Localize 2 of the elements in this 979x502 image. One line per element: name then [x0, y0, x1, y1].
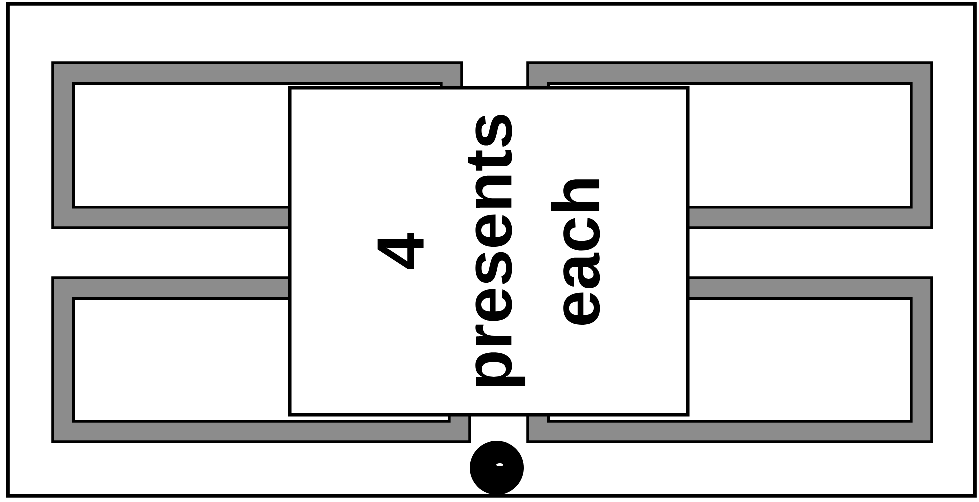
text-box: 4 presents each — [288, 86, 690, 417]
ball — [470, 441, 524, 495]
